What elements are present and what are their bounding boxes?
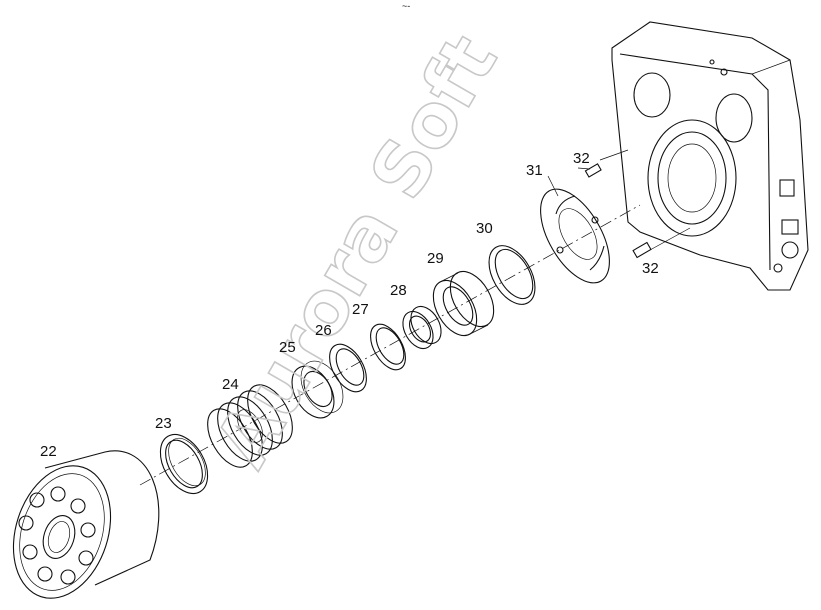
callout-23: 23 — [155, 415, 172, 432]
callout-30: 30 — [476, 220, 493, 237]
part-28-bearing — [402, 305, 442, 350]
part-25-bushing — [291, 360, 344, 419]
part-26-washer — [329, 343, 367, 393]
top-mark: ~- — [402, 1, 410, 11]
watermark: Aurora Soft — [199, 21, 514, 481]
callout-22: 22 — [40, 443, 57, 460]
callout-27: 27 — [352, 301, 369, 318]
callout-25: 25 — [279, 339, 296, 356]
part-29-roller-bearing — [432, 270, 495, 337]
part-32-pin-lower — [632, 241, 652, 259]
part-22-cylinder-block — [12, 450, 160, 599]
callout-24: 24 — [222, 376, 239, 393]
callout-28: 28 — [390, 282, 407, 299]
callout-26: 26 — [315, 322, 332, 339]
callout-32-upper: 32 — [573, 150, 590, 167]
part-32-pin-upper — [584, 163, 602, 178]
leader-lines — [547, 149, 691, 251]
part-31-valve-plate — [540, 188, 610, 284]
part-27-ring — [370, 323, 406, 371]
part-23-ring — [159, 433, 209, 495]
pump-housing — [611, 21, 809, 291]
part-30-o-ring — [488, 245, 536, 305]
callout-29: 29 — [427, 250, 444, 267]
callout-31: 31 — [526, 162, 543, 179]
part-24-spring-pack — [207, 384, 293, 468]
callout-32-lower: 32 — [642, 260, 659, 277]
